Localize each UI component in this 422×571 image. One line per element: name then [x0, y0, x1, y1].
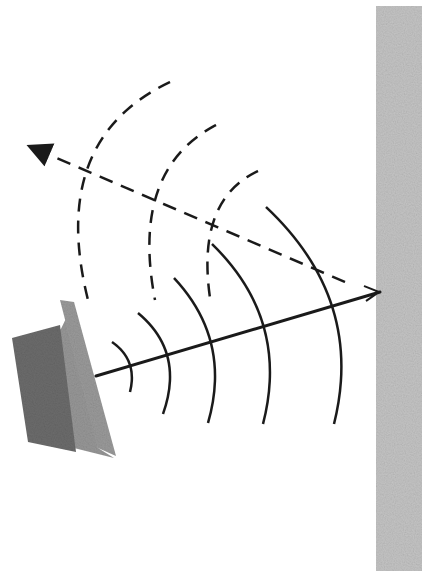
reflected-ray [38, 150, 345, 282]
reflected-wavefront-2 [149, 125, 216, 300]
incident-ray [96, 292, 380, 376]
wall [376, 6, 422, 571]
speaker-icon [12, 300, 116, 458]
reflected-wavefront-3 [78, 82, 170, 300]
